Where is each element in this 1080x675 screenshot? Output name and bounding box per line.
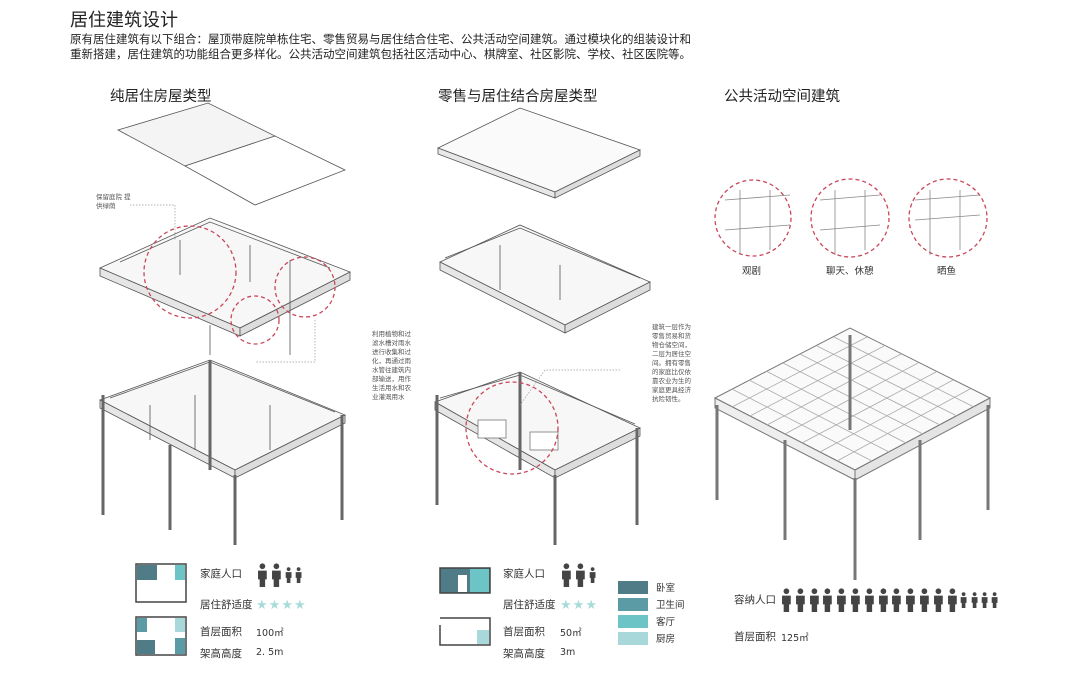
heading-public: 公共活动空间建筑 — [724, 89, 840, 105]
public-frame — [713, 327, 992, 580]
person-icon — [258, 563, 267, 587]
person-icon — [837, 588, 846, 612]
room-legend: 卧室卫生间客厅厨房 — [618, 580, 685, 648]
heading-residential: 纯居住房屋类型 — [110, 89, 212, 105]
legend-item: 卫生间 — [618, 597, 685, 611]
person-icon — [906, 588, 915, 612]
legend-item: 卧室 — [618, 580, 685, 594]
res-comfort-label: 居住舒适度 — [200, 599, 253, 611]
public-capacity-icons — [780, 588, 1000, 612]
person-icon — [864, 588, 874, 612]
highlight-circle-gutter — [230, 295, 280, 345]
person-icon — [971, 592, 978, 608]
res-area-value: 100㎡ — [256, 628, 284, 639]
retail-area-value: 50㎡ — [560, 628, 582, 639]
activity-label-drying: 晒鱼 — [937, 266, 957, 277]
highlight-circle-rain — [274, 256, 336, 318]
note-retail: 建筑一层作为零售贸易和货物仓储空间，二层为居住空间。拥有零售的家庭比仅依靠农业为… — [652, 323, 691, 403]
legend-item: 厨房 — [618, 631, 685, 645]
legend-label: 卧室 — [656, 583, 676, 594]
legend-swatch — [618, 631, 648, 645]
retail-roof — [436, 107, 642, 193]
legend-label: 客厅 — [656, 617, 676, 628]
star-icon: ★ — [560, 598, 572, 613]
person-icon — [892, 588, 902, 612]
star-icon: ★ — [268, 598, 281, 613]
res-height-label: 架高高度 — [200, 648, 242, 660]
person-icon — [795, 588, 805, 612]
person-icon — [851, 588, 860, 612]
star-icon: ★ — [572, 598, 585, 613]
star-icon: ★ — [293, 598, 306, 613]
res-area-label: 首层面积 — [200, 626, 242, 638]
description-line-2: 重新搭建，居住建筑的功能组合更多样化。公共活动空间建筑包括社区活动中心、棋牌室、… — [70, 47, 691, 61]
legend-swatch — [618, 614, 648, 628]
activity-circle-chat — [810, 178, 890, 258]
legend-label: 厨房 — [656, 634, 676, 645]
retail-height-value: 3m — [560, 647, 576, 658]
public-area-label: 首层面积 — [734, 631, 776, 643]
legend-label: 卫生间 — [656, 600, 685, 611]
person-icon — [920, 588, 929, 612]
person-icon — [961, 592, 967, 608]
star-icon: ★ — [585, 598, 597, 613]
star-icon: ★ — [281, 598, 293, 613]
person-icon — [782, 588, 791, 612]
person-icon — [981, 592, 988, 608]
legend-swatch — [618, 597, 648, 611]
activity-label-chat: 聊天、休憩 — [826, 266, 874, 277]
person-icon — [809, 588, 819, 612]
highlight-circle-shop — [465, 381, 559, 475]
retail-area-label: 首层面积 — [503, 626, 545, 638]
activity-circle-theater — [714, 179, 792, 257]
legend-swatch — [618, 580, 648, 594]
page-title: 居住建筑设计 — [70, 10, 178, 31]
person-icon — [295, 567, 302, 583]
res-comfort-stars: ★★★★ — [256, 594, 307, 613]
res-roof-right — [184, 135, 346, 206]
highlight-circle-courtyard — [143, 225, 237, 319]
retail-population-label: 家庭人口 — [503, 568, 545, 580]
activity-circle-drying — [908, 178, 988, 258]
retail-comfort-stars: ★★★ — [560, 594, 598, 613]
res-lower-slab — [99, 359, 346, 471]
person-icon — [575, 563, 585, 587]
retail-comfort-label: 居住舒适度 — [503, 599, 556, 611]
activity-label-theater: 观剧 — [742, 266, 762, 277]
retail-upper-slab — [439, 224, 651, 326]
heading-retail: 零售与居住结合房屋类型 — [438, 89, 598, 105]
person-icon — [933, 588, 943, 612]
res-population-label: 家庭人口 — [200, 568, 242, 580]
res-upper-slab — [99, 217, 351, 329]
person-icon — [823, 588, 833, 612]
person-icon — [589, 567, 596, 583]
person-icon — [562, 563, 571, 587]
res-height-value: 2. 5m — [256, 647, 284, 658]
person-icon — [285, 567, 292, 583]
note-rainwater: 利用植物和过滤水槽对雨水进行收集和过化，再通过雨水管往建筑内部输送，用作生活用水… — [372, 330, 411, 401]
person-icon — [991, 592, 998, 608]
person-icon — [947, 588, 957, 612]
description-line-1: 原有居住建筑有以下组合：屋顶带庭院单栋住宅、零售贸易与居住结合住宅、公共活动空间… — [70, 32, 691, 46]
star-icon: ★ — [256, 598, 268, 613]
legend-item: 客厅 — [618, 614, 685, 628]
public-area-value: 125㎡ — [781, 633, 809, 644]
retail-height-label: 架高高度 — [503, 648, 545, 660]
retail-population-icons — [560, 563, 598, 587]
note-courtyard: 保留庭院 提供绿荫 — [96, 193, 131, 210]
person-icon — [271, 563, 281, 587]
public-capacity-label: 容纳人口 — [734, 594, 776, 606]
person-icon — [878, 588, 888, 612]
res-population-icons — [256, 563, 304, 587]
